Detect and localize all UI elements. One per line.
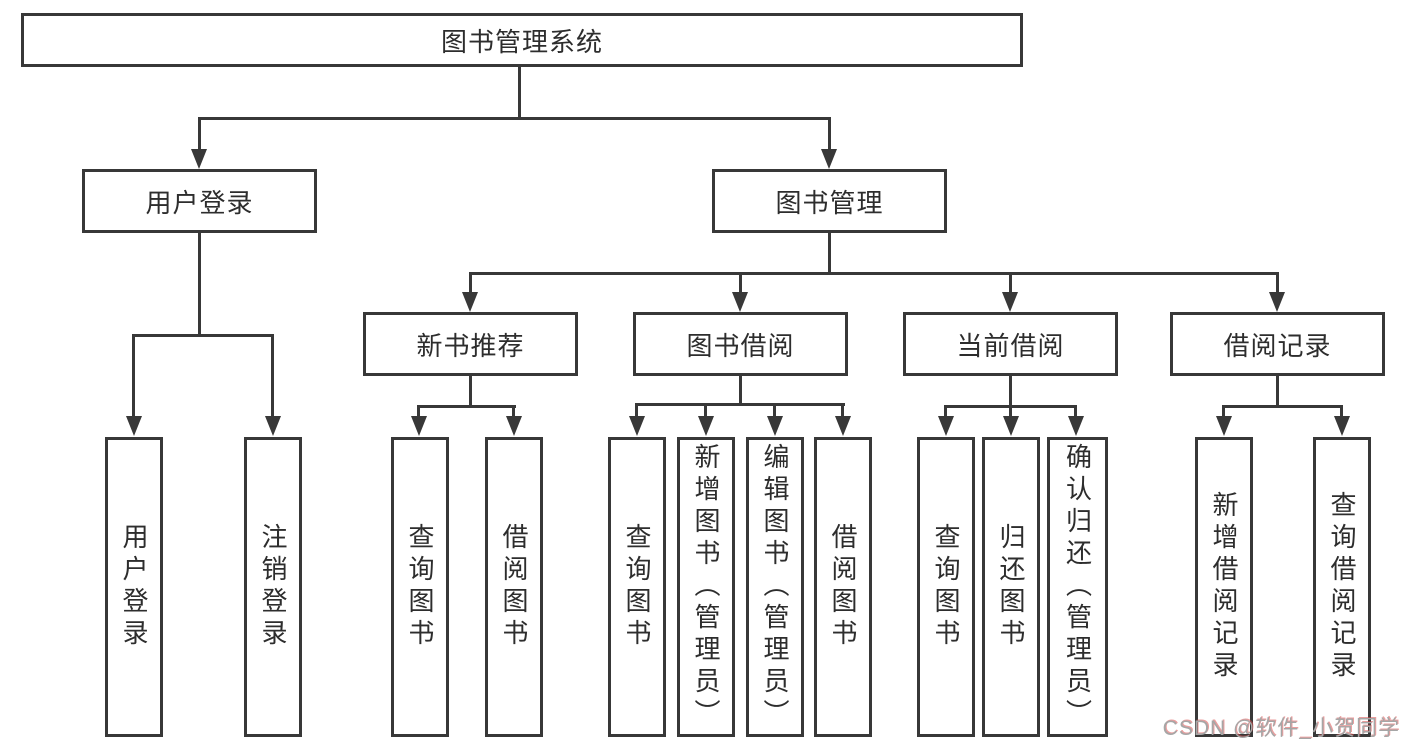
connector-user-login-trunk bbox=[198, 232, 201, 336]
leaf-current-query-books: 查询图书 bbox=[917, 437, 975, 737]
leaf-user-login-label: 用户登录 bbox=[119, 523, 149, 651]
arrowhead-records-query bbox=[1334, 416, 1350, 436]
connector-level2-bus bbox=[198, 117, 831, 120]
leaf-recommend-borrow-books-label: 借阅图书 bbox=[499, 523, 529, 651]
connector-recommend-trunk bbox=[469, 374, 472, 407]
connector-new-book-recommend-stub bbox=[469, 272, 472, 294]
leaf-edit-book-admin-label: 编辑图书（管理员） bbox=[760, 443, 790, 731]
arrowhead-book-management bbox=[821, 149, 837, 169]
connector-user-login-bus bbox=[133, 334, 274, 337]
arrowhead-book-borrowing bbox=[732, 292, 748, 312]
connector-records-bus bbox=[1222, 405, 1343, 408]
connector-current-borrowing-stub bbox=[1009, 272, 1012, 294]
arrowhead-leaf-user-login bbox=[126, 416, 142, 436]
leaf-current-query-books-label: 查询图书 bbox=[931, 523, 961, 651]
connector-borrowing-trunk bbox=[739, 374, 742, 405]
leaf-user-login: 用户登录 bbox=[105, 437, 163, 737]
node-book-management-label: 图书管理 bbox=[775, 187, 884, 218]
leaf-borrowing-query-books-label: 查询图书 bbox=[622, 523, 652, 651]
node-root-label: 图书管理系统 bbox=[440, 26, 603, 57]
arrowhead-borrowing-records bbox=[1269, 292, 1285, 312]
node-new-book-recommend: 新书推荐 bbox=[363, 312, 578, 376]
arrowhead-user-login bbox=[191, 149, 207, 169]
leaf-add-book-admin-label: 新增图书（管理员） bbox=[691, 443, 721, 731]
leaf-confirm-return-admin-label: 确认归还（管理员） bbox=[1062, 443, 1093, 731]
node-user-login-label: 用户登录 bbox=[145, 187, 254, 218]
node-book-borrowing: 图书借阅 bbox=[633, 312, 848, 376]
arrowhead-current-return bbox=[1003, 416, 1019, 436]
connector-records-add-stub bbox=[1222, 405, 1225, 418]
connector-current-confirm-stub bbox=[1074, 405, 1077, 418]
arrowhead-borrowing-query bbox=[629, 416, 645, 436]
arrowhead-borrowing-borrow bbox=[835, 416, 851, 436]
csdn-watermark: CSDN @软件_小贺同学 bbox=[1162, 717, 1400, 740]
leaf-logout-login: 注销登录 bbox=[244, 437, 302, 737]
arrowhead-recommend-borrow bbox=[506, 416, 522, 436]
leaf-borrowing-borrow-books-label: 借阅图书 bbox=[828, 523, 858, 651]
node-borrowing-records-label: 借阅记录 bbox=[1223, 330, 1332, 361]
node-current-borrowing-label: 当前借阅 bbox=[956, 330, 1065, 361]
leaf-return-books-label: 归还图书 bbox=[996, 523, 1026, 651]
connector-recommend-borrow-stub bbox=[512, 405, 515, 418]
connector-borrowing-add-stub bbox=[704, 403, 707, 418]
leaf-borrowing-borrow-books: 借阅图书 bbox=[814, 437, 872, 737]
connector-book-management-trunk bbox=[828, 232, 831, 275]
leaf-query-borrow-record: 查询借阅记录 bbox=[1313, 437, 1371, 737]
connector-records-query-stub bbox=[1340, 405, 1343, 418]
leaf-recommend-query-books: 查询图书 bbox=[391, 437, 449, 737]
arrowhead-borrowing-edit bbox=[767, 416, 783, 436]
leaf-borrowing-query-books: 查询图书 bbox=[608, 437, 666, 737]
arrowhead-recommend-query bbox=[411, 416, 427, 436]
arrowhead-new-book-recommend bbox=[462, 292, 478, 312]
connector-borrowing-borrow-stub bbox=[841, 403, 844, 418]
connector-borrowing-edit-stub bbox=[773, 403, 776, 418]
connector-borrowing-records-stub bbox=[1276, 272, 1279, 294]
leaf-add-borrow-record: 新增借阅记录 bbox=[1195, 437, 1253, 737]
connector-current-return-stub bbox=[1009, 405, 1012, 418]
connector-book-management-stub bbox=[828, 117, 831, 151]
node-user-login: 用户登录 bbox=[82, 169, 317, 233]
leaf-edit-book-admin: 编辑图书（管理员） bbox=[746, 437, 804, 737]
connector-level3-bus bbox=[469, 272, 1279, 275]
leaf-logout-login-label: 注销登录 bbox=[258, 523, 288, 651]
connector-root-trunk bbox=[518, 66, 521, 119]
arrowhead-current-borrowing bbox=[1002, 292, 1018, 312]
connector-user-login-stub bbox=[198, 117, 201, 151]
leaf-query-borrow-record-label: 查询借阅记录 bbox=[1327, 491, 1357, 683]
leaf-recommend-borrow-books: 借阅图书 bbox=[485, 437, 543, 737]
arrowhead-borrowing-add bbox=[698, 416, 714, 436]
node-book-borrowing-label: 图书借阅 bbox=[686, 330, 795, 361]
leaf-confirm-return-admin: 确认归还（管理员） bbox=[1047, 437, 1108, 737]
node-current-borrowing: 当前借阅 bbox=[903, 312, 1118, 376]
leaf-add-book-admin: 新增图书（管理员） bbox=[677, 437, 735, 737]
node-borrowing-records: 借阅记录 bbox=[1170, 312, 1385, 376]
connector-borrowing-bus bbox=[636, 403, 845, 406]
connector-leaf-logout-stub bbox=[271, 334, 274, 418]
connector-borrowing-query-stub bbox=[635, 403, 638, 418]
connector-book-borrowing-stub bbox=[739, 272, 742, 294]
leaf-recommend-query-books-label: 查询图书 bbox=[405, 523, 435, 651]
connector-records-trunk bbox=[1276, 374, 1279, 407]
arrowhead-current-query bbox=[938, 416, 954, 436]
connector-leaf-user-login-stub bbox=[132, 334, 135, 418]
node-root: 图书管理系统 bbox=[21, 13, 1023, 67]
arrowhead-leaf-logout bbox=[265, 416, 281, 436]
connector-recommend-query-stub bbox=[417, 405, 420, 418]
node-book-management: 图书管理 bbox=[712, 169, 947, 233]
connector-recommend-bus bbox=[418, 405, 516, 408]
leaf-add-borrow-record-label: 新增借阅记录 bbox=[1209, 491, 1239, 683]
leaf-return-books: 归还图书 bbox=[982, 437, 1040, 737]
arrowhead-records-add bbox=[1216, 416, 1232, 436]
arrowhead-current-confirm bbox=[1068, 416, 1084, 436]
node-new-book-recommend-label: 新书推荐 bbox=[416, 330, 525, 361]
connector-current-query-stub bbox=[944, 405, 947, 418]
connector-current-trunk bbox=[1009, 374, 1012, 407]
